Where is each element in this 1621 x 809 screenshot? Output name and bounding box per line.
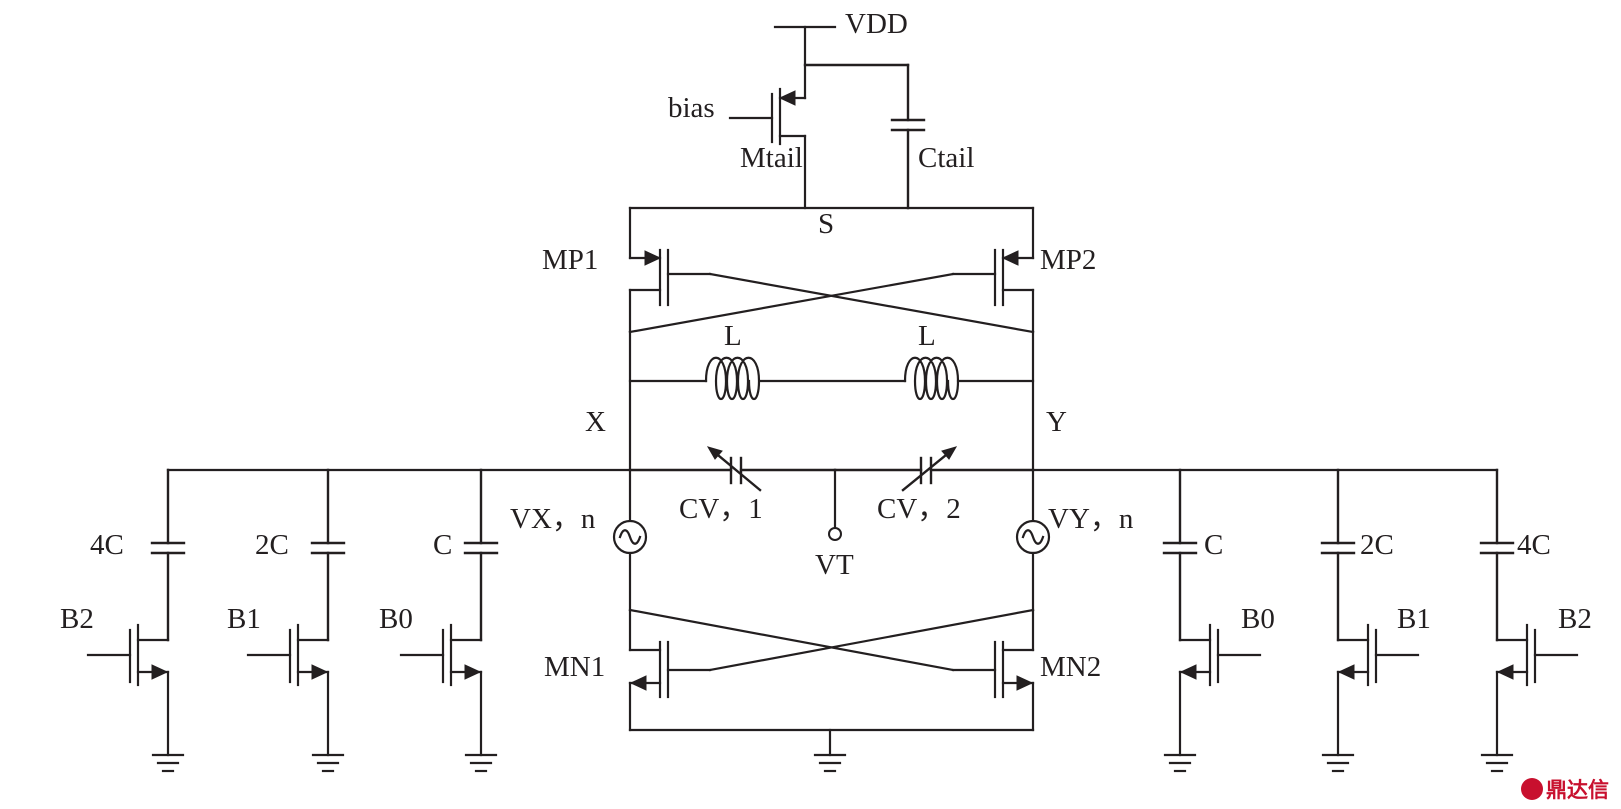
node-s-label: S	[818, 208, 834, 240]
bank-left-switch-label: B0	[379, 603, 413, 635]
mp2-transistor	[951, 248, 1035, 334]
pmos-cross-coupling	[628, 272, 1035, 334]
inductor-right-label: L	[918, 320, 936, 352]
noise-source-vy	[1015, 519, 1051, 555]
inductor-left	[628, 356, 907, 401]
bank-right-branch	[1162, 468, 1262, 773]
bank-switch-transistor	[246, 623, 330, 757]
inductor-right	[903, 356, 1035, 401]
watermark-logo-icon	[1521, 778, 1543, 800]
nmos-cross-coupling	[628, 608, 1035, 672]
bank-left-branch	[86, 468, 186, 773]
ground-symbol	[1321, 753, 1355, 773]
varactor-cv1-label: CV，1	[679, 493, 763, 525]
ground-symbol	[151, 753, 185, 773]
bank-switch-transistor	[1178, 623, 1262, 757]
bank-capacitor	[150, 468, 186, 642]
bank-right-switch-label: B2	[1558, 603, 1592, 635]
bank-left-branch	[246, 468, 346, 773]
bank-switch-transistor	[1336, 623, 1420, 757]
noise-source-vy-label: VY，n	[1048, 503, 1134, 535]
watermark: 鼎达信	[1521, 778, 1609, 802]
bank-capacitor	[463, 468, 499, 642]
bank-right-branch	[1479, 468, 1579, 773]
node-x-label: X	[585, 406, 606, 438]
bank-left-cap-label: 2C	[255, 529, 289, 561]
bank-right-switch-label: B1	[1397, 603, 1431, 635]
bank-switch-transistor	[399, 623, 483, 757]
node-s-wire	[628, 206, 1035, 260]
inductor-left-label: L	[724, 320, 742, 352]
bias-label: bias	[668, 92, 715, 124]
nmos-side-wires	[628, 551, 1035, 612]
bank-switch-transistor	[86, 623, 170, 757]
bank-right-branch	[1320, 468, 1420, 773]
mtail-label: Mtail	[740, 142, 803, 174]
bank-left-branch	[399, 468, 499, 773]
ground-symbol	[311, 753, 345, 773]
ground-symbol	[1163, 753, 1197, 773]
bank-right-cap-label: 4C	[1517, 529, 1551, 561]
ctail-label: Ctail	[918, 142, 974, 174]
ctail-capacitor	[803, 63, 926, 210]
bank-left-cap-label: C	[433, 529, 452, 561]
mn1-label: MN1	[544, 651, 605, 683]
varactor-cv1	[628, 446, 837, 492]
ground-symbol	[464, 753, 498, 773]
bank-left-switch-label: B1	[227, 603, 261, 635]
varactor-cv2	[833, 446, 1035, 492]
vdd-label: VDD	[845, 8, 908, 40]
bank-switch-transistor	[1495, 623, 1579, 757]
mp2-label: MP2	[1040, 244, 1096, 276]
mn2-transistor	[951, 608, 1035, 732]
bank-capacitor	[310, 468, 346, 642]
mp1-label: MP1	[542, 244, 598, 276]
bank-capacitor	[1320, 468, 1356, 642]
node-y-label: Y	[1046, 406, 1067, 438]
bank-capacitor	[1479, 468, 1515, 642]
mn2-label: MN2	[1040, 651, 1101, 683]
bank-right-cap-label: 2C	[1360, 529, 1394, 561]
ground-symbol	[1480, 753, 1514, 773]
vdd-rail	[773, 25, 837, 100]
mn1-transistor	[628, 608, 712, 732]
center-ground	[628, 728, 1035, 773]
watermark-text: 鼎达信	[1546, 778, 1609, 802]
vt-label: VT	[815, 549, 854, 581]
bank-right-cap-label: C	[1204, 529, 1223, 561]
bank-capacitor	[1162, 468, 1198, 642]
vt-terminal	[828, 468, 842, 541]
mtail-transistor	[728, 87, 807, 210]
noise-source-vx-label: VX，n	[510, 503, 596, 535]
bank-left-cap-label: 4C	[90, 529, 124, 561]
tank-side-wires	[628, 330, 1035, 539]
bank-right-switch-label: B0	[1241, 603, 1275, 635]
varactor-cv2-label: CV，2	[877, 493, 961, 525]
noise-source-vx	[612, 519, 648, 555]
mp1-transistor	[628, 248, 712, 334]
bank-left-switch-label: B2	[60, 603, 94, 635]
